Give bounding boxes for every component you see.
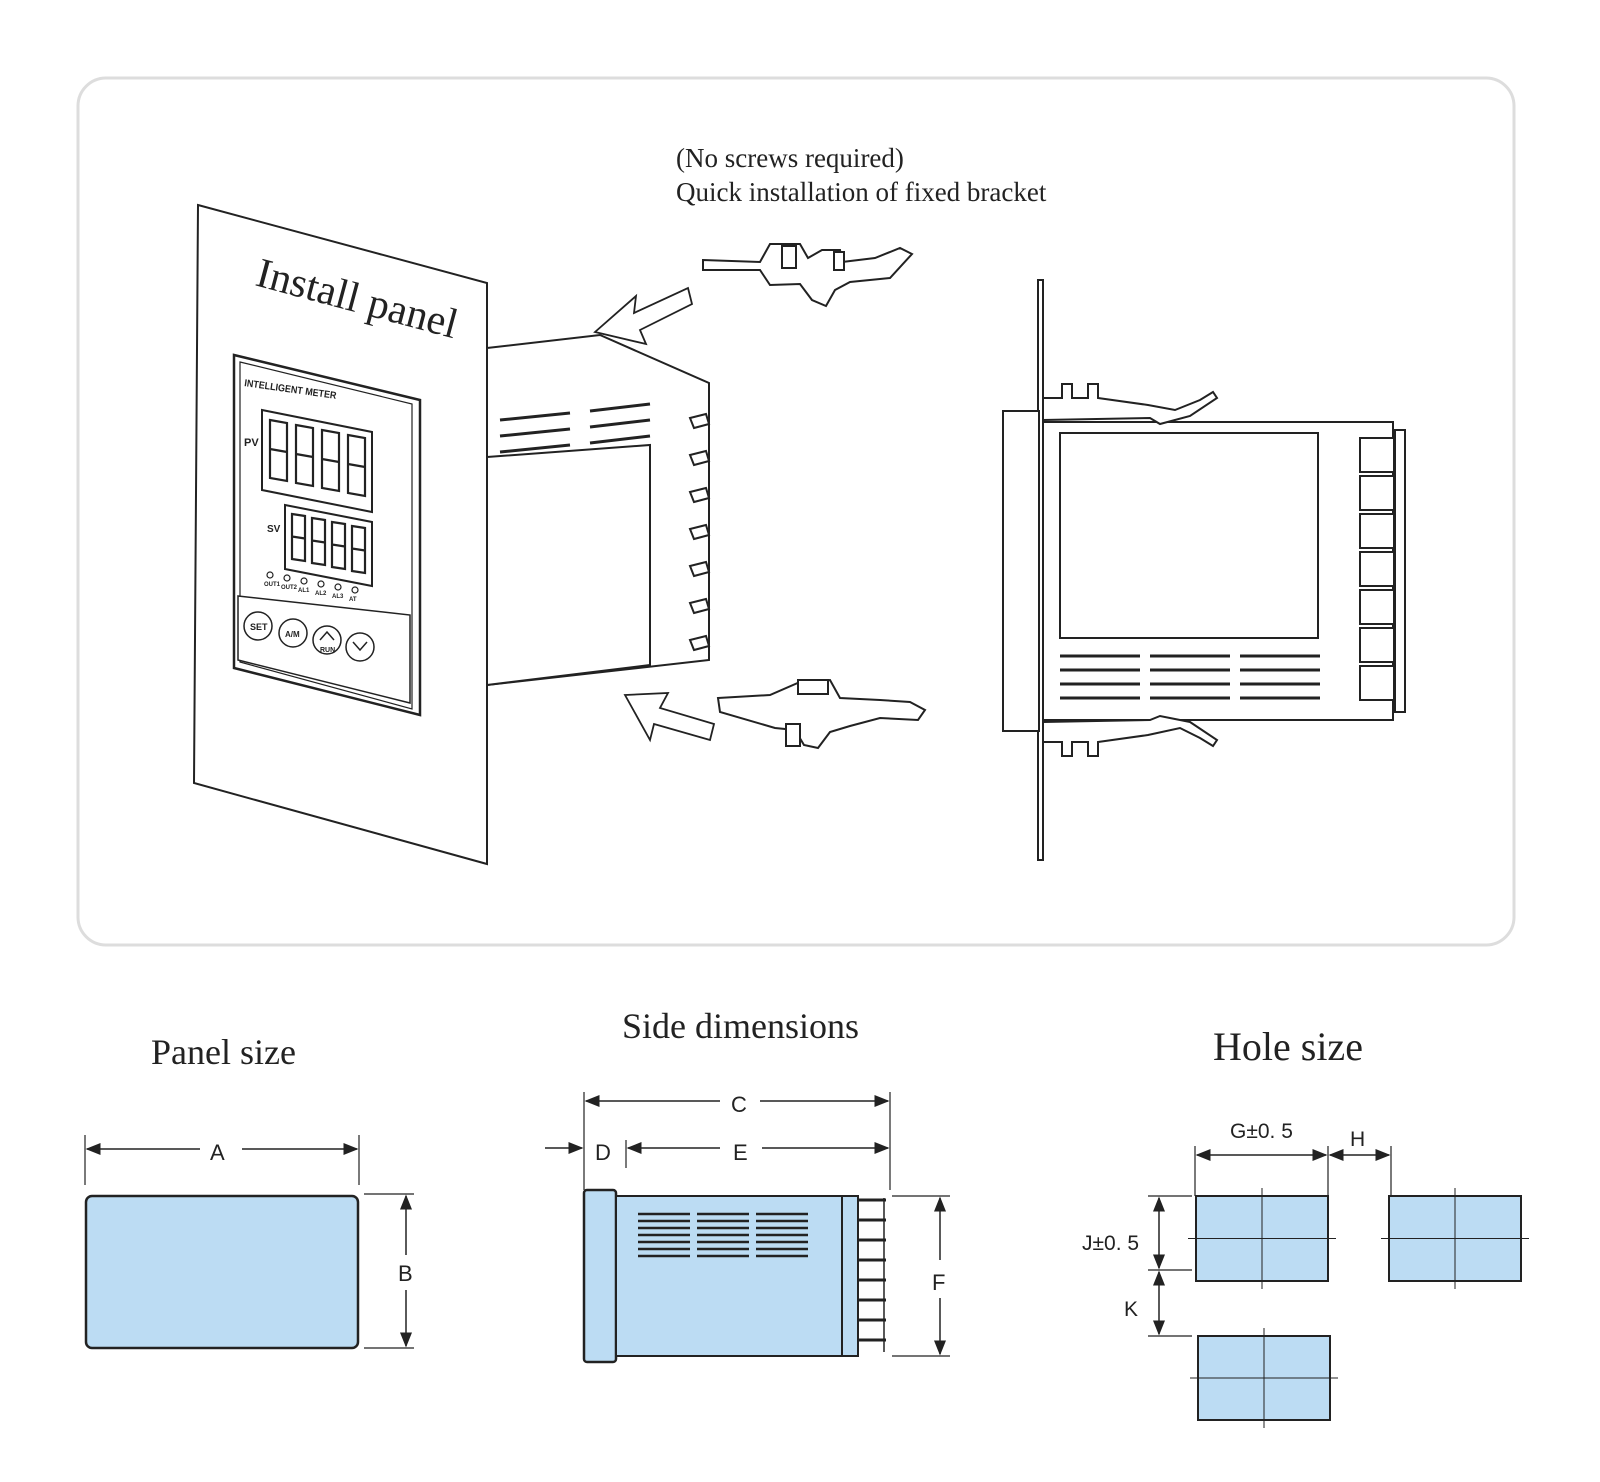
segment-digit bbox=[350, 524, 367, 575]
hole-size-drawing: G±0. 5 H J±0. 5 K bbox=[1082, 1120, 1529, 1428]
button-up: RUN bbox=[312, 625, 342, 655]
led-label: AL1 bbox=[298, 588, 310, 594]
terminal-fin bbox=[688, 412, 711, 430]
sv-digits bbox=[290, 512, 367, 575]
side-body-bezel bbox=[582, 1188, 618, 1364]
led-label: OUT2 bbox=[281, 585, 298, 591]
led-indicator bbox=[351, 586, 359, 594]
led-indicator bbox=[283, 574, 291, 582]
segment-digit bbox=[290, 512, 307, 563]
led-indicator bbox=[317, 580, 325, 588]
terminal-block bbox=[1359, 437, 1395, 473]
bracket-bottom-icon bbox=[716, 678, 927, 750]
button-down bbox=[345, 632, 375, 662]
dim-k-label: K bbox=[1124, 1298, 1138, 1321]
terminal-fin bbox=[688, 449, 711, 467]
bracket-top-icon bbox=[702, 243, 914, 308]
segment-digit bbox=[320, 428, 341, 493]
terminal-block bbox=[1359, 513, 1395, 549]
terminal-fin bbox=[688, 486, 711, 504]
led-label: AL3 bbox=[332, 594, 344, 600]
meter-housing bbox=[486, 333, 711, 687]
terminal-block bbox=[1359, 475, 1395, 511]
hole-size-title: Hole size bbox=[1213, 1024, 1363, 1069]
terminal-fin bbox=[688, 560, 711, 578]
dim-g-label: G±0. 5 bbox=[1230, 1120, 1293, 1143]
dim-c-label: C bbox=[731, 1092, 747, 1117]
pv-display bbox=[261, 408, 373, 514]
insert-arrow-bottom-icon bbox=[623, 692, 716, 743]
pv-digits bbox=[268, 418, 367, 498]
note-line-2: Quick installation of fixed bracket bbox=[676, 177, 1047, 207]
led-indicator bbox=[266, 571, 274, 579]
segment-digit bbox=[294, 423, 315, 488]
side-view bbox=[1002, 279, 1406, 861]
panel-size-title: Panel size bbox=[151, 1032, 296, 1072]
led-indicator bbox=[300, 577, 308, 585]
side-dimensions-title: Side dimensions bbox=[622, 1006, 859, 1046]
svg-text:A/M: A/M bbox=[285, 630, 300, 639]
segment-digit bbox=[268, 418, 289, 483]
dim-h-label: H bbox=[1350, 1128, 1365, 1151]
segment-digit bbox=[310, 516, 327, 567]
button-set: SET bbox=[243, 611, 273, 641]
dim-b-label: B bbox=[398, 1261, 413, 1286]
button-shift: A/M bbox=[278, 618, 308, 648]
side-dimensions-drawing: C D E F bbox=[545, 1092, 950, 1364]
panel-rect bbox=[84, 1194, 360, 1350]
dim-d-label: D bbox=[595, 1140, 611, 1165]
terminal-block bbox=[1359, 665, 1395, 701]
sv-label: SV bbox=[267, 524, 281, 535]
dim-e-label: E bbox=[733, 1140, 748, 1165]
dim-a-label: A bbox=[210, 1140, 225, 1165]
insert-arrow-top-icon bbox=[593, 286, 694, 346]
svg-text:SET: SET bbox=[250, 622, 268, 632]
led-label: AT bbox=[349, 597, 357, 603]
dim-f-label: F bbox=[932, 1270, 945, 1295]
terminal-fin bbox=[688, 597, 711, 615]
svg-text:RUN: RUN bbox=[320, 647, 335, 654]
terminal-block bbox=[1359, 589, 1395, 625]
dim-j-label: J±0. 5 bbox=[1082, 1232, 1139, 1255]
terminal-block bbox=[1359, 551, 1395, 587]
led-label: AL2 bbox=[315, 591, 327, 597]
segment-digit bbox=[330, 520, 347, 571]
terminal-block bbox=[1359, 627, 1395, 663]
led-indicator bbox=[334, 583, 342, 591]
segment-digit bbox=[346, 433, 367, 498]
sv-display bbox=[284, 503, 373, 588]
led-label: OUT1 bbox=[264, 582, 281, 588]
terminal-fin bbox=[688, 634, 711, 652]
note-line-1: (No screws required) bbox=[676, 143, 904, 173]
pv-label: PV bbox=[244, 437, 259, 449]
panel-size-drawing: A B bbox=[84, 1135, 414, 1350]
terminal-fin bbox=[688, 523, 711, 541]
